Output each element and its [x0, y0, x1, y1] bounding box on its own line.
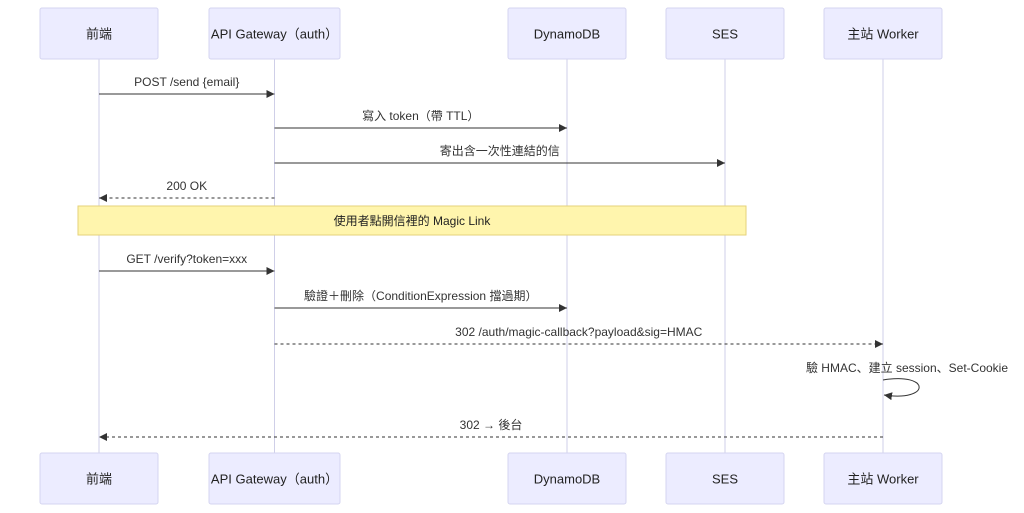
actor-ses-top: SES — [665, 7, 785, 60]
message-label: 驗證＋刪除（ConditionExpression 擋過期） — [304, 288, 537, 303]
message-7: 驗證＋刪除（ConditionExpression 擋過期） — [274, 288, 567, 312]
actor-gateway-top: API Gateway（auth） — [208, 7, 341, 60]
actor-label: DynamoDB — [534, 472, 600, 487]
actor-label: SES — [712, 472, 738, 487]
actor-label: 前端 — [86, 27, 112, 42]
note: 使用者點開信裡的 Magic Link — [77, 205, 747, 236]
self-message-arrow — [882, 378, 920, 401]
actor-label: SES — [712, 27, 738, 42]
actor-box — [208, 452, 341, 505]
message-label: POST /send {email} — [134, 75, 239, 89]
message-6: GET /verify?token=xxx — [99, 252, 275, 275]
message-10: 302 → 後台 — [99, 417, 883, 441]
message-3: 寄出含一次性連結的信 — [274, 143, 725, 167]
actor-box — [507, 7, 627, 60]
message-4: 200 OK — [99, 179, 275, 202]
actor-dynamodb-top: DynamoDB — [507, 7, 627, 60]
note-label: 使用者點開信裡的 Magic Link — [334, 213, 492, 228]
message-label: 寫入 token（帶 TTL） — [362, 108, 479, 123]
actor-box — [665, 7, 785, 60]
actor-box — [39, 452, 159, 505]
actor-label: 前端 — [86, 472, 112, 487]
message-label: 驗 HMAC、建立 session、Set-Cookie — [806, 360, 1008, 375]
actor-box — [823, 452, 943, 505]
actor-label: API Gateway（auth） — [211, 27, 338, 42]
message-label: 寄出含一次性連結的信 — [440, 143, 560, 158]
actor-box — [507, 452, 627, 505]
message-label: 200 OK — [166, 179, 207, 193]
actor-gateway-bottom: API Gateway（auth） — [208, 452, 341, 505]
actor-dynamodb-bottom: DynamoDB — [507, 452, 627, 505]
message-label: 302 /auth/magic-callback?payload&sig=HMA… — [455, 325, 702, 339]
actor-box — [39, 7, 159, 60]
actor-label: 主站 Worker — [847, 472, 919, 487]
actor-worker-top: 主站 Worker — [823, 7, 943, 60]
actor-box — [208, 7, 341, 60]
actor-worker-bottom: 主站 Worker — [823, 452, 943, 505]
actor-label: API Gateway（auth） — [211, 472, 338, 487]
actor-label: DynamoDB — [534, 27, 600, 42]
message-9: 驗 HMAC、建立 session、Set-Cookie — [806, 360, 1008, 401]
actor-box — [665, 452, 785, 505]
actor-frontend-top: 前端 — [39, 7, 159, 60]
message-label: GET /verify?token=xxx — [126, 252, 247, 266]
message-1: POST /send {email} — [99, 75, 275, 98]
actor-label: 主站 Worker — [847, 27, 919, 42]
message-label: 302 → 後台 — [460, 417, 523, 432]
message-8: 302 /auth/magic-callback?payload&sig=HMA… — [274, 325, 883, 348]
actor-ses-bottom: SES — [665, 452, 785, 505]
message-2: 寫入 token（帶 TTL） — [274, 108, 567, 132]
actor-box — [823, 7, 943, 60]
actor-frontend-bottom: 前端 — [39, 452, 159, 505]
note-box — [77, 205, 747, 236]
